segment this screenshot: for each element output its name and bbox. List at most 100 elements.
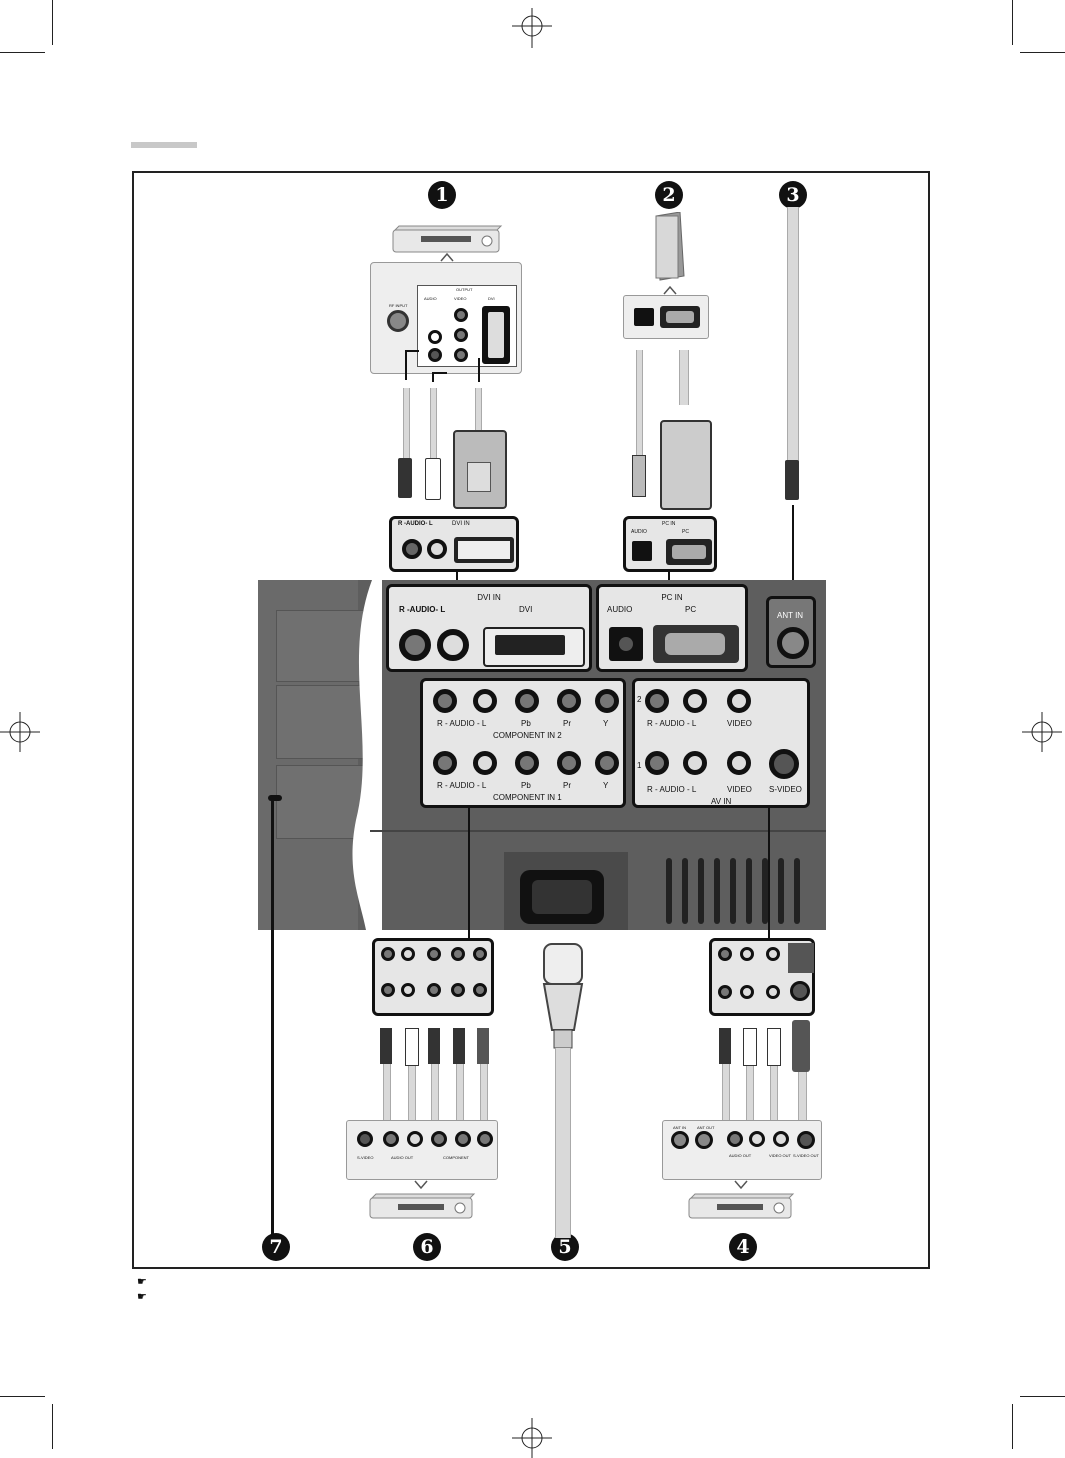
zoom-pc-in-title: PC IN	[662, 521, 676, 527]
av1-number: 1	[637, 761, 642, 770]
dvi-port	[482, 306, 510, 364]
callout-4: 4	[729, 1233, 757, 1261]
pc-in-zoom-box: PC IN AUDIO PC	[623, 516, 717, 572]
dvi-plug	[453, 430, 507, 509]
zoom-dvi-port	[454, 537, 514, 563]
rca-plug	[719, 1028, 731, 1064]
trim-mark	[0, 1396, 45, 1397]
pc-vga-port[interactable]	[653, 625, 739, 663]
rca-plug	[743, 1028, 757, 1066]
dvi-in-zoom-box: R -AUDIO- L DVI IN	[389, 516, 519, 572]
power-plug-icon	[542, 943, 584, 1049]
y-jack	[454, 308, 468, 322]
arrow-up-icon	[440, 252, 454, 262]
arrow-down-icon	[734, 1180, 748, 1190]
pc-vga-cable	[679, 350, 689, 405]
av2-video-jack[interactable]	[727, 689, 751, 713]
trim-mark	[1012, 1404, 1013, 1449]
panel-curve	[352, 580, 382, 930]
comp1-audio-label: R - AUDIO - L	[437, 781, 487, 790]
dvi-audio-r-jack[interactable]	[399, 629, 431, 661]
audio-r-jack	[428, 348, 442, 362]
ant-in-port[interactable]	[777, 627, 809, 659]
callout-6: 6	[413, 1233, 441, 1261]
zoom-audio-label: R -AUDIO- L	[398, 521, 433, 527]
av2-audio-r-jack[interactable]	[645, 689, 669, 713]
comp2-y-label: Y	[603, 719, 609, 728]
comp1-pr-label: Pr	[563, 781, 571, 790]
av1-video-label: VIDEO	[727, 785, 752, 794]
audio-cable	[430, 388, 437, 458]
tv-ant-in-group: ANT IN	[766, 596, 816, 668]
comp2-audio-l-jack[interactable]	[473, 689, 497, 713]
device2-rear-panel	[623, 295, 709, 339]
pr-jack	[454, 348, 468, 362]
device6-svideo-label: S-VIDEO	[357, 1155, 374, 1160]
av1-svideo-jack[interactable]	[769, 749, 799, 779]
rca-plug-red	[398, 458, 412, 498]
rca-plug-white	[425, 458, 441, 500]
vga-plug	[660, 420, 712, 510]
arrow-down-icon	[414, 1180, 428, 1190]
device4-ant-in-label: ANT IN	[673, 1125, 687, 1130]
comp1-pr-jack[interactable]	[557, 751, 581, 775]
callout-3: 3	[779, 181, 807, 209]
kensington-wire	[271, 800, 274, 1235]
dvi-port[interactable]	[483, 627, 585, 667]
dvi-audio-label: R -AUDIO- L	[399, 605, 446, 614]
pc-tower-icon	[655, 212, 685, 281]
component-in-1-title: COMPONENT IN 1	[493, 793, 562, 802]
device4-ant-out-label: ANT OUT	[697, 1125, 715, 1130]
comp2-audio-r-jack[interactable]	[433, 689, 457, 713]
trim-mark	[1020, 1396, 1065, 1397]
av1-video-jack[interactable]	[727, 751, 751, 775]
comp1-pb-jack[interactable]	[515, 751, 539, 775]
dvi-audio-l-jack[interactable]	[437, 629, 469, 661]
av-in-title: AV IN	[711, 797, 732, 806]
power-socket[interactable]	[520, 870, 604, 924]
comp1-audio-r-jack[interactable]	[433, 751, 457, 775]
zoom-dvi-in-title: DVI IN	[452, 521, 470, 527]
comp2-pr-jack[interactable]	[557, 689, 581, 713]
tv-dvi-in-group: DVI IN R -AUDIO- L DVI	[386, 584, 592, 672]
registration-mark-icon	[1022, 712, 1062, 752]
audio-l-jack	[428, 330, 442, 344]
ant-in-title: ANT IN	[777, 611, 804, 620]
comp2-y-jack[interactable]	[595, 689, 619, 713]
vcr-icon	[369, 1193, 476, 1219]
callout-1: 1	[428, 181, 456, 209]
comp1-audio-l-jack[interactable]	[473, 751, 497, 775]
rca-plug	[477, 1028, 489, 1064]
comp2-audio-label: R - AUDIO - L	[437, 719, 487, 728]
device6-rear-panel: S-VIDEO AUDIO OUT COMPONENT	[346, 1120, 498, 1180]
av2-audio-l-jack[interactable]	[683, 689, 707, 713]
pc-audio-cable	[636, 350, 643, 460]
comp1-y-jack[interactable]	[595, 751, 619, 775]
stereo-plug	[632, 455, 646, 497]
comp2-pb-jack[interactable]	[515, 689, 539, 713]
av1-audio-l-jack[interactable]	[683, 751, 707, 775]
comp1-pb-label: Pb	[521, 781, 531, 790]
device6-component-label: COMPONENT	[443, 1155, 469, 1160]
vcr-icon	[688, 1193, 795, 1219]
pb-jack	[454, 328, 468, 342]
callout-7: 7	[262, 1233, 290, 1261]
av1-svideo-label: S-VIDEO	[769, 785, 802, 794]
device4-rear-panel: ANT IN ANT OUT AUDIO OUT VIDEO OUT S-VID…	[662, 1120, 822, 1180]
output-label: OUTPUT	[456, 287, 473, 292]
antenna-cable-icon	[787, 207, 799, 467]
registration-mark-icon	[512, 1418, 552, 1458]
output-group: OUTPUT AUDIO VIDEO DVI	[417, 285, 517, 367]
pc-audio-jack[interactable]	[609, 627, 643, 661]
tv-av-in-group: 2 R - AUDIO - L VIDEO 1 R - AUDIO - L VI…	[632, 678, 810, 808]
av2-audio-label: R - AUDIO - L	[647, 719, 697, 728]
device4-audio-out-label: AUDIO OUT	[729, 1153, 752, 1158]
rca-plug	[405, 1028, 419, 1066]
av2-video-label: VIDEO	[727, 719, 752, 728]
tv-rear-panel: DVI IN R -AUDIO- L DVI PC IN AUDIO PC AN…	[258, 580, 826, 930]
rf-input-port	[387, 310, 409, 332]
pc-audio-label: AUDIO	[607, 605, 633, 614]
registration-mark-icon	[0, 712, 40, 752]
av1-audio-r-jack[interactable]	[645, 751, 669, 775]
av-in-zoom-box	[709, 938, 815, 1016]
